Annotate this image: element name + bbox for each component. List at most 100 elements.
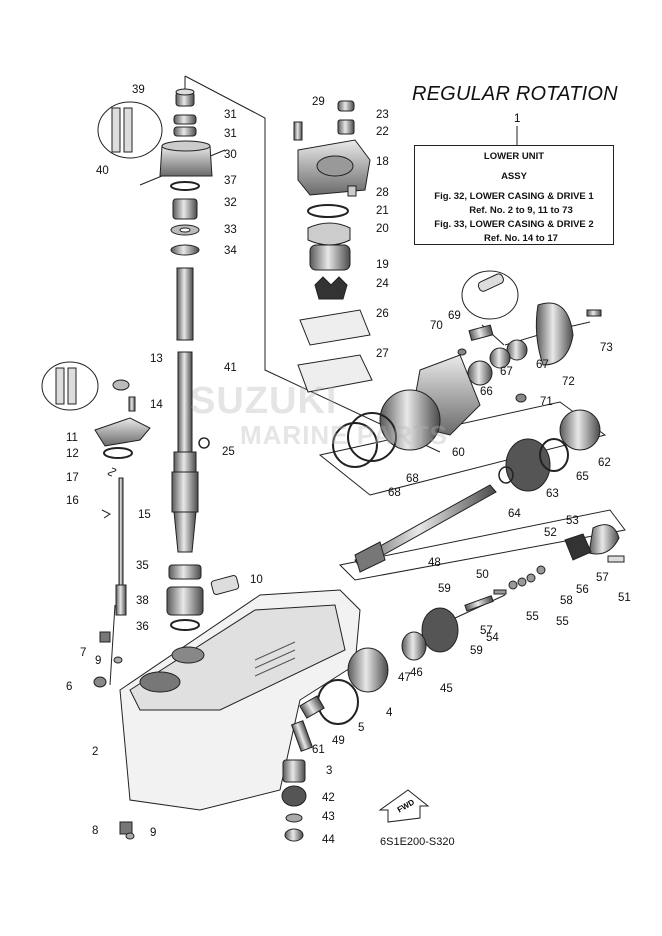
callout-49: 49 [332, 735, 345, 747]
part-43-washer [285, 813, 303, 823]
part-9-washer [113, 656, 123, 664]
callout-31: 31 [224, 128, 237, 140]
callout-9: 9 [150, 827, 156, 839]
part-62-bearing [559, 409, 601, 451]
part-68-o-ring [332, 422, 378, 468]
part-11-shift-rod-housing [94, 417, 151, 447]
callout-22: 22 [376, 126, 389, 138]
callout-23: 23 [376, 109, 389, 121]
callout-labels: 3931314030373233342923221828212019242627… [66, 84, 631, 846]
callout-59: 59 [438, 583, 451, 595]
part-56-washer [536, 565, 546, 575]
part-73-screw [586, 309, 602, 317]
part-72-anode [535, 302, 574, 366]
callout-8: 8 [92, 825, 98, 837]
page-title: REGULAR ROTATION [412, 83, 618, 105]
callout-62: 62 [598, 457, 611, 469]
part-38-spring [166, 586, 204, 616]
callout-45: 45 [440, 683, 453, 695]
callout-67: 67 [536, 359, 549, 371]
part-67-seal-2 [489, 347, 511, 369]
fwd-arrow-icon: FWD [378, 789, 430, 823]
callout-44: 44 [322, 834, 335, 846]
part-29-bolt [293, 121, 303, 141]
callout-27: 27 [376, 348, 389, 360]
callout-36: 36 [136, 621, 149, 633]
callout-4: 4 [386, 707, 393, 719]
callout-26: 26 [376, 308, 389, 320]
reference-box: LOWER UNIT ASSY Fig. 32, LOWER CASING & … [414, 145, 614, 245]
callout-68: 68 [388, 487, 401, 499]
part-17-circlip [107, 467, 117, 477]
callout-31: 31 [224, 109, 237, 121]
ref-line-4: Ref. No. 2 to 9, 11 to 73 [469, 205, 573, 216]
lower-casing [93, 589, 361, 840]
part-31-oil-seal-2 [173, 126, 197, 137]
part-61-bearing [290, 720, 314, 752]
part-35-pinion-nut [168, 564, 202, 580]
callout-46: 46 [410, 667, 423, 679]
callout-56: 56 [576, 584, 589, 596]
callout-3: 3 [326, 765, 332, 777]
callout-12: 12 [66, 448, 79, 460]
callout-13: 13 [150, 353, 163, 365]
part-12-o-ring [103, 447, 133, 459]
callout-16: 16 [66, 495, 79, 507]
ref-line-6: Ref. No. 14 to 17 [484, 233, 558, 244]
callout-25: 25 [222, 446, 235, 458]
callout-48: 48 [428, 557, 441, 569]
shift-rod-group [94, 379, 151, 616]
callout-29: 29 [312, 96, 325, 108]
callout-70: 70 [430, 320, 443, 332]
callout-53: 53 [566, 515, 579, 527]
part-44-nut [284, 828, 304, 842]
callout-52: 52 [544, 527, 557, 539]
part-42-pinion [281, 785, 307, 807]
callout-35: 35 [136, 560, 149, 572]
callout-51: 51 [618, 592, 631, 604]
ref-callout-number: 1 [514, 113, 520, 125]
diagram-code: 6S1E200-S320 [380, 836, 455, 848]
drive-shaft-column [159, 88, 240, 631]
callout-57: 57 [480, 625, 493, 637]
part-20-insert [307, 222, 351, 246]
callout-68: 68 [406, 473, 419, 485]
part-53-spring [588, 524, 620, 555]
part-54-pin [493, 589, 507, 595]
callout-18: 18 [376, 156, 389, 168]
part-28-plug [347, 185, 357, 197]
part-34-bushing [170, 244, 200, 256]
part-13-tool-inset [41, 361, 99, 411]
part-70-washer [457, 348, 467, 356]
part-71-screw [515, 393, 527, 403]
callout-19: 19 [376, 259, 389, 271]
part-46-gear [421, 607, 459, 653]
part-63-gear [505, 438, 551, 492]
callout-38: 38 [136, 595, 149, 607]
part-37-o-ring [170, 181, 200, 191]
callout-37: 37 [224, 175, 237, 187]
part-31-tool-inset [97, 101, 163, 159]
callout-71: 71 [540, 396, 553, 408]
callout-6: 6 [66, 681, 72, 693]
part-27-plate [297, 354, 373, 393]
part-32-bearing [172, 198, 198, 220]
part-6-plug [93, 676, 107, 688]
callout-9: 9 [95, 655, 101, 667]
part-47-bearing [401, 631, 427, 661]
callout-69: 69 [448, 310, 461, 322]
part-26-gasket [299, 309, 371, 346]
part-49-bearing [299, 695, 325, 719]
part-31-oil-seal [173, 114, 197, 125]
watermark-text: SUZUKI [190, 380, 338, 422]
part-25-clip [198, 437, 210, 449]
part-51-pin [607, 555, 625, 563]
part-52-dog-clutch [564, 533, 592, 561]
callout-66: 66 [480, 386, 493, 398]
callout-20: 20 [376, 223, 389, 235]
part-67-tool-inset [461, 270, 519, 320]
inset-symbols [41, 101, 519, 411]
part-64-shim [498, 466, 514, 484]
